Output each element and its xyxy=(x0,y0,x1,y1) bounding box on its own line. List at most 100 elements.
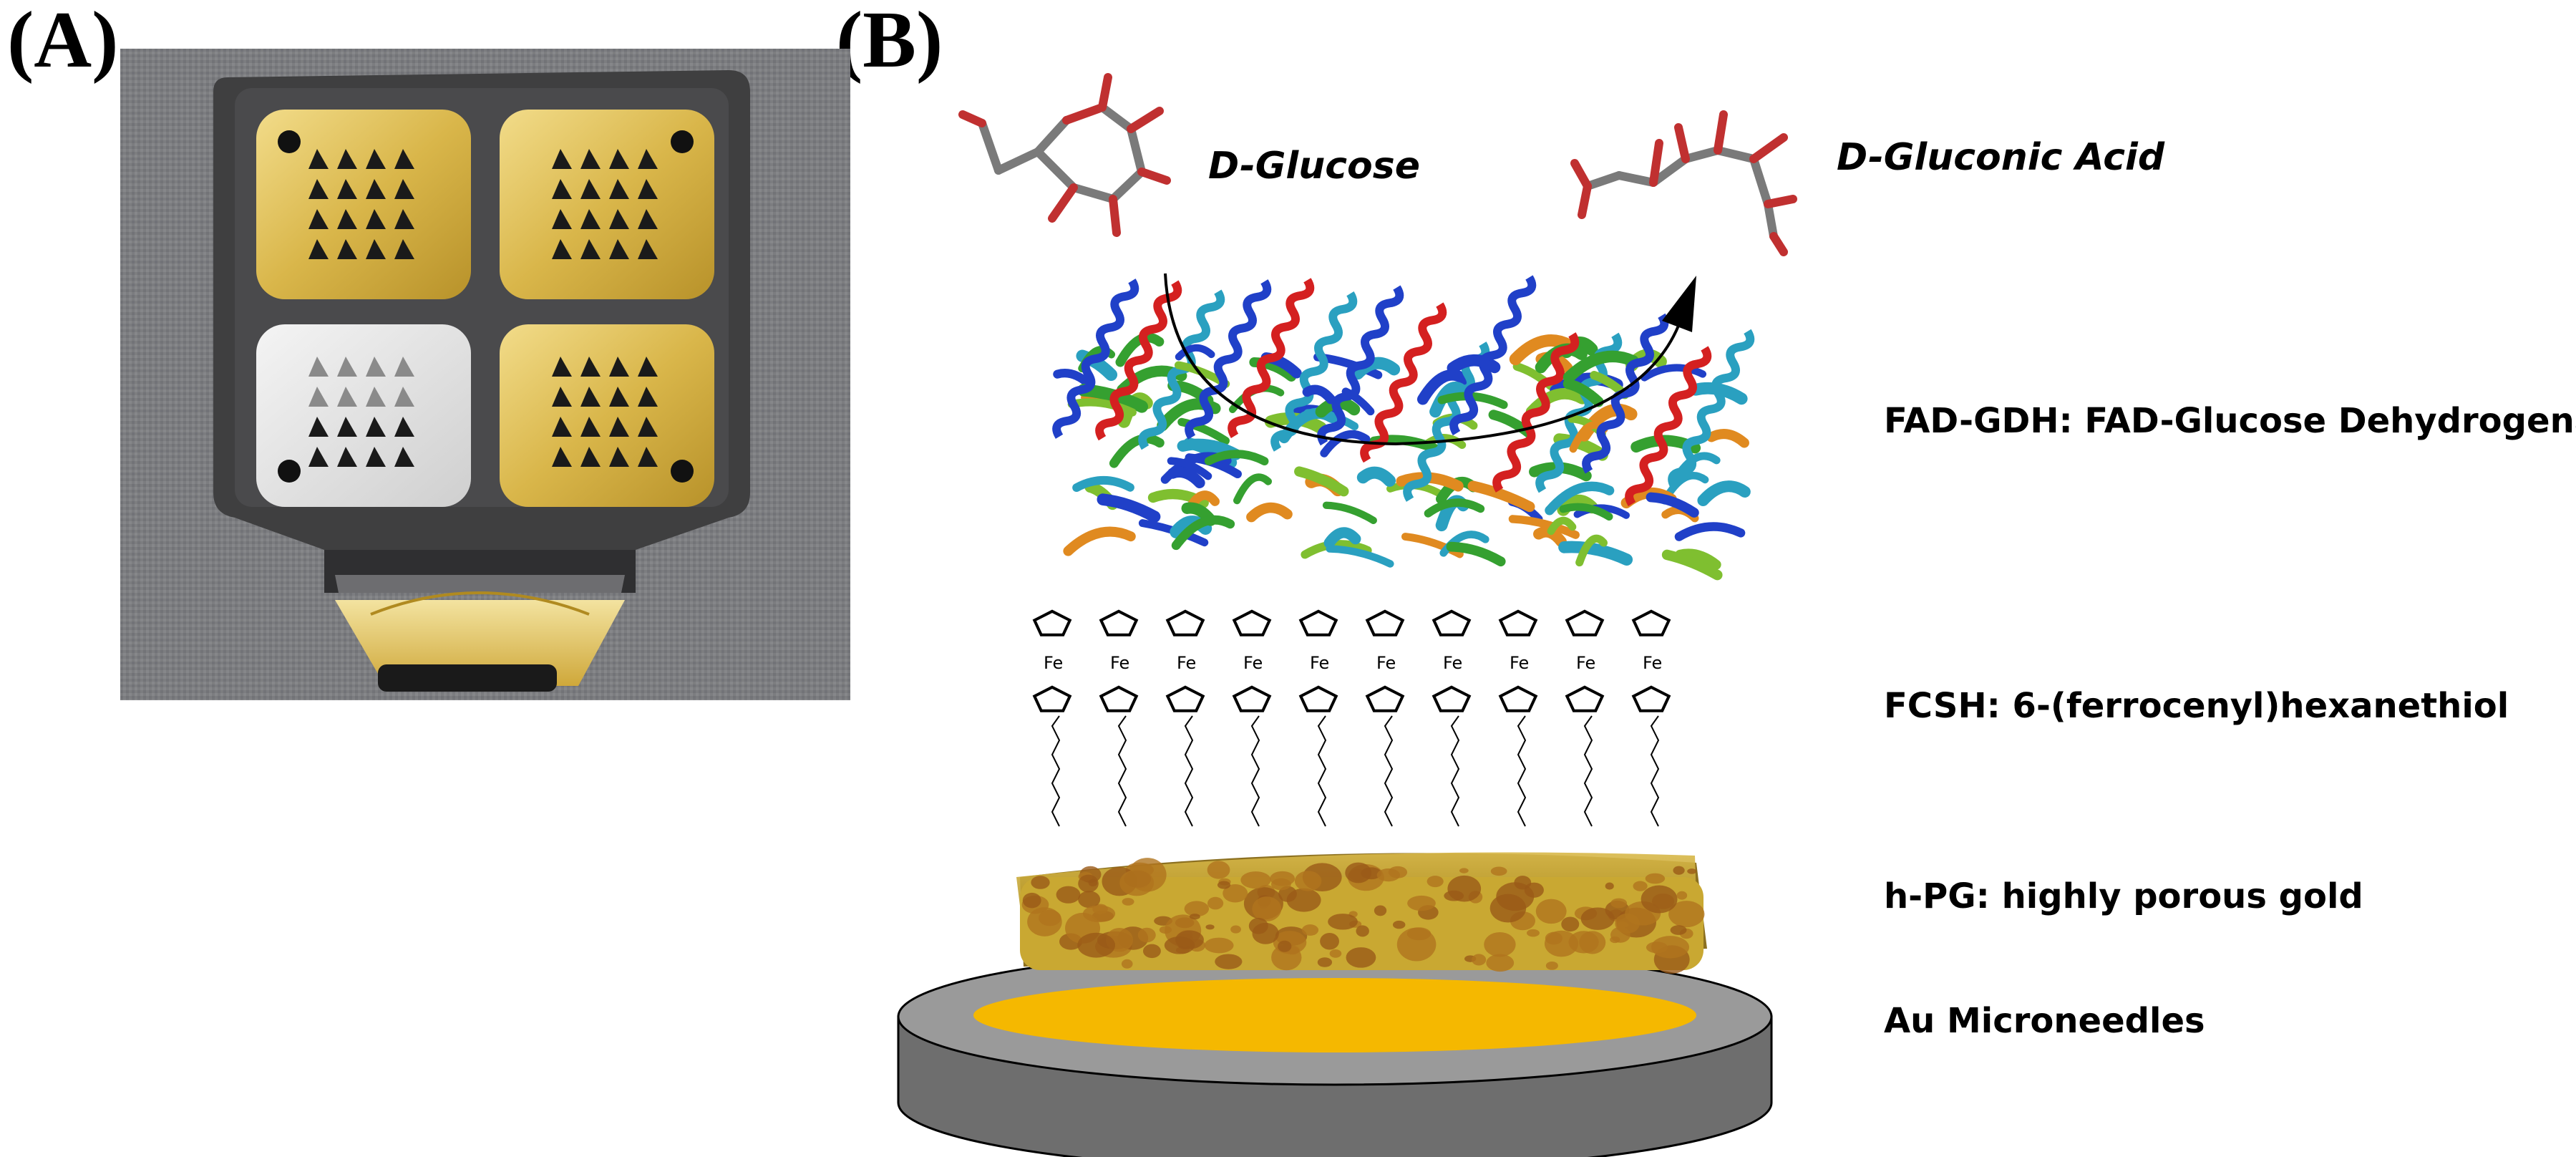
alpha-helix xyxy=(1185,279,1272,440)
pore xyxy=(1159,926,1172,934)
cyclopentadienyl-ring xyxy=(1565,609,1605,636)
reaction-arrow xyxy=(1164,273,1696,446)
pore xyxy=(1472,954,1487,966)
microneedle xyxy=(308,149,329,169)
microneedle xyxy=(337,387,357,407)
fe-atom-label: Fe xyxy=(1243,653,1263,673)
cyclopentadienyl-ring xyxy=(1099,685,1139,712)
ferrocenyl-hexanethiol: Fe xyxy=(1498,609,1538,827)
d-gluconic-acid-label: D-Gluconic Acid xyxy=(1837,136,2165,179)
pore xyxy=(1641,885,1678,914)
pore xyxy=(1673,866,1685,875)
ferrocenyl-hexanethiol: Fe xyxy=(1365,609,1405,827)
ribbon-segment xyxy=(1171,515,1235,551)
pore xyxy=(1122,898,1134,906)
microneedle xyxy=(394,179,414,199)
pore xyxy=(1561,916,1580,932)
pore xyxy=(1676,891,1688,900)
microneedle xyxy=(580,357,601,377)
ribbon-segment xyxy=(1559,503,1613,521)
ferrocenyl-hexanethiol: Fe xyxy=(1099,609,1139,827)
ribbon-segment xyxy=(1063,526,1136,556)
pore xyxy=(1605,882,1614,890)
pore xyxy=(1633,881,1648,891)
ribbon-segment xyxy=(1356,466,1396,487)
ribbon-segment xyxy=(1204,450,1269,466)
pore xyxy=(1496,882,1535,911)
pore xyxy=(1687,868,1697,874)
ribbon-segment xyxy=(1326,545,1394,568)
microneedle xyxy=(366,447,386,467)
microneedle xyxy=(552,387,572,407)
microneedle xyxy=(337,357,357,377)
ribbon-segment xyxy=(1167,457,1212,480)
alkyl-chain xyxy=(1117,715,1127,827)
panel-label-a: (A) xyxy=(7,0,119,84)
pore xyxy=(1248,917,1268,934)
pore xyxy=(1329,949,1342,958)
fad-gdh-enzyme-layer xyxy=(1052,275,1755,581)
fe-atom-label: Fe xyxy=(1376,653,1396,673)
microneedle xyxy=(394,209,414,229)
ribbon-segment xyxy=(1301,540,1372,559)
microneedle xyxy=(638,239,658,259)
microneedle xyxy=(552,149,572,169)
ribbon-segment xyxy=(1302,384,1336,405)
ribbon-segment xyxy=(1294,466,1349,497)
pore xyxy=(1668,901,1705,928)
ribbon-segment xyxy=(1246,502,1293,523)
pore xyxy=(1486,954,1515,972)
pore xyxy=(1545,961,1558,970)
layer-label-au-microneedles: Au Microneedles xyxy=(1884,1001,2205,1041)
cyclopentadienyl-ring xyxy=(1498,685,1538,712)
alpha-helix xyxy=(1270,291,1358,452)
microneedle xyxy=(366,179,386,199)
gdh-subunit xyxy=(1294,285,1490,568)
microneedle xyxy=(580,417,601,437)
microneedle xyxy=(394,239,414,259)
ferrocenyl-hexanethiol: Fe xyxy=(1298,609,1338,827)
pore xyxy=(1175,930,1204,949)
pore xyxy=(1230,925,1241,934)
ribbon-segment xyxy=(1323,527,1361,548)
cyclopentadienyl-ring xyxy=(1565,685,1605,712)
ribbon-segment xyxy=(1322,501,1377,525)
ribbon-segment xyxy=(1072,475,1134,493)
cyclopentadienyl-ring xyxy=(1032,609,1072,636)
microneedle xyxy=(609,447,629,467)
alpha-helix xyxy=(1449,275,1537,436)
alpha-helix xyxy=(1403,342,1490,502)
microneedle xyxy=(638,417,658,437)
alkyl-chain xyxy=(1517,715,1527,827)
pore xyxy=(1205,924,1215,930)
ferrocenyl-hexanethiol: Fe xyxy=(1232,609,1272,827)
microneedle xyxy=(580,387,601,407)
microneedle xyxy=(308,417,329,437)
alkyl-chain xyxy=(1583,715,1593,827)
ribbon-segment xyxy=(1545,481,1615,515)
pore xyxy=(1119,869,1155,896)
alkyl-chain xyxy=(1384,715,1394,827)
ribbon-segment xyxy=(1661,549,1723,581)
ribbon-segment xyxy=(1641,364,1707,382)
pore xyxy=(1484,931,1516,957)
microneedle xyxy=(308,357,329,377)
alpha-helix xyxy=(1492,332,1580,493)
microneedle xyxy=(609,239,629,259)
layer-label-h-pg: h-PG: highly porous gold xyxy=(1884,876,2363,916)
pore xyxy=(1223,884,1248,903)
cyclopentadienyl-ring xyxy=(1232,685,1272,712)
pore xyxy=(1204,937,1234,954)
ribbon-segment xyxy=(1509,334,1575,366)
alpha-helix xyxy=(1625,346,1712,507)
alkyl-chain xyxy=(1650,715,1660,827)
microneedle-arrays xyxy=(308,149,658,467)
ferrocenyl-hexanethiol: Fe xyxy=(1432,609,1472,827)
ribbon-segment xyxy=(1447,354,1501,374)
alkyl-chain xyxy=(1051,715,1061,827)
pore xyxy=(1078,874,1099,893)
pore xyxy=(1215,954,1243,969)
pore xyxy=(1189,914,1200,920)
microneedle xyxy=(638,447,658,467)
